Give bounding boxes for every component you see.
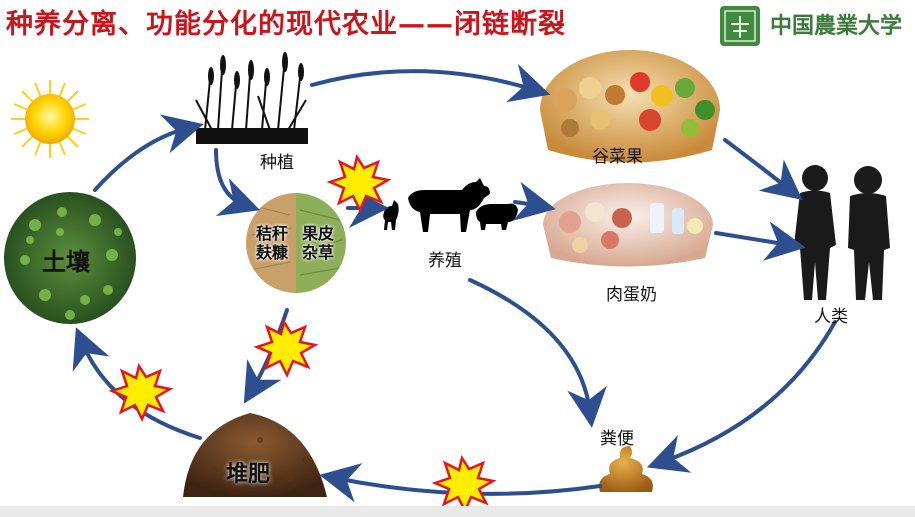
- university-logo-icon: [720, 6, 760, 46]
- straw-left-label: 秸秆 麸糠: [256, 224, 289, 262]
- arrow-soil-to-planting: [93, 114, 204, 192]
- university-name: 中国農業大学: [770, 13, 903, 39]
- manure-label: 粪便: [600, 429, 634, 449]
- livestock-icon: [383, 178, 518, 232]
- manure-icon: [599, 446, 653, 492]
- arrow-human-to-manure: [646, 320, 837, 473]
- soil-node: [4, 192, 136, 324]
- sun-icon: [11, 80, 89, 158]
- compost-node: [183, 413, 327, 497]
- grain-label: 谷菜果: [592, 147, 643, 167]
- arrow-planting-to-straw: [214, 148, 261, 217]
- break-burst-icon: [108, 362, 174, 422]
- arrow-meat-to-human: [714, 221, 806, 261]
- meat-label: 肉蛋奶: [606, 285, 657, 305]
- compost-label: 堆肥: [226, 462, 271, 487]
- planting-label: 种植: [260, 153, 294, 173]
- break-burst-icon: [431, 454, 497, 514]
- arrow-breeding-to-meat: [512, 181, 556, 221]
- grain-fruit-veg-icon: [540, 50, 720, 163]
- straw-right-label: 果皮 杂草: [302, 224, 335, 262]
- meat-egg-milk-icon: [543, 183, 713, 267]
- slide-title: 种养分离、功能分化的现代农业——闭链断裂: [6, 9, 566, 40]
- arrow-grain-to-human: [723, 138, 803, 200]
- straw-node: [246, 193, 346, 293]
- human-icon: [794, 165, 890, 300]
- human-label: 人类: [814, 307, 848, 327]
- bottom-bar: [0, 506, 915, 517]
- breeding-label: 养殖: [428, 251, 462, 271]
- arrow-breeding-to-manure: [468, 278, 607, 428]
- planting-icon: [195, 52, 308, 144]
- soil-label: 土壤: [42, 248, 90, 276]
- arrow-planting-to-grain: [310, 63, 551, 103]
- break-burst-icon: [253, 318, 319, 378]
- break-burst-icon: [326, 153, 392, 213]
